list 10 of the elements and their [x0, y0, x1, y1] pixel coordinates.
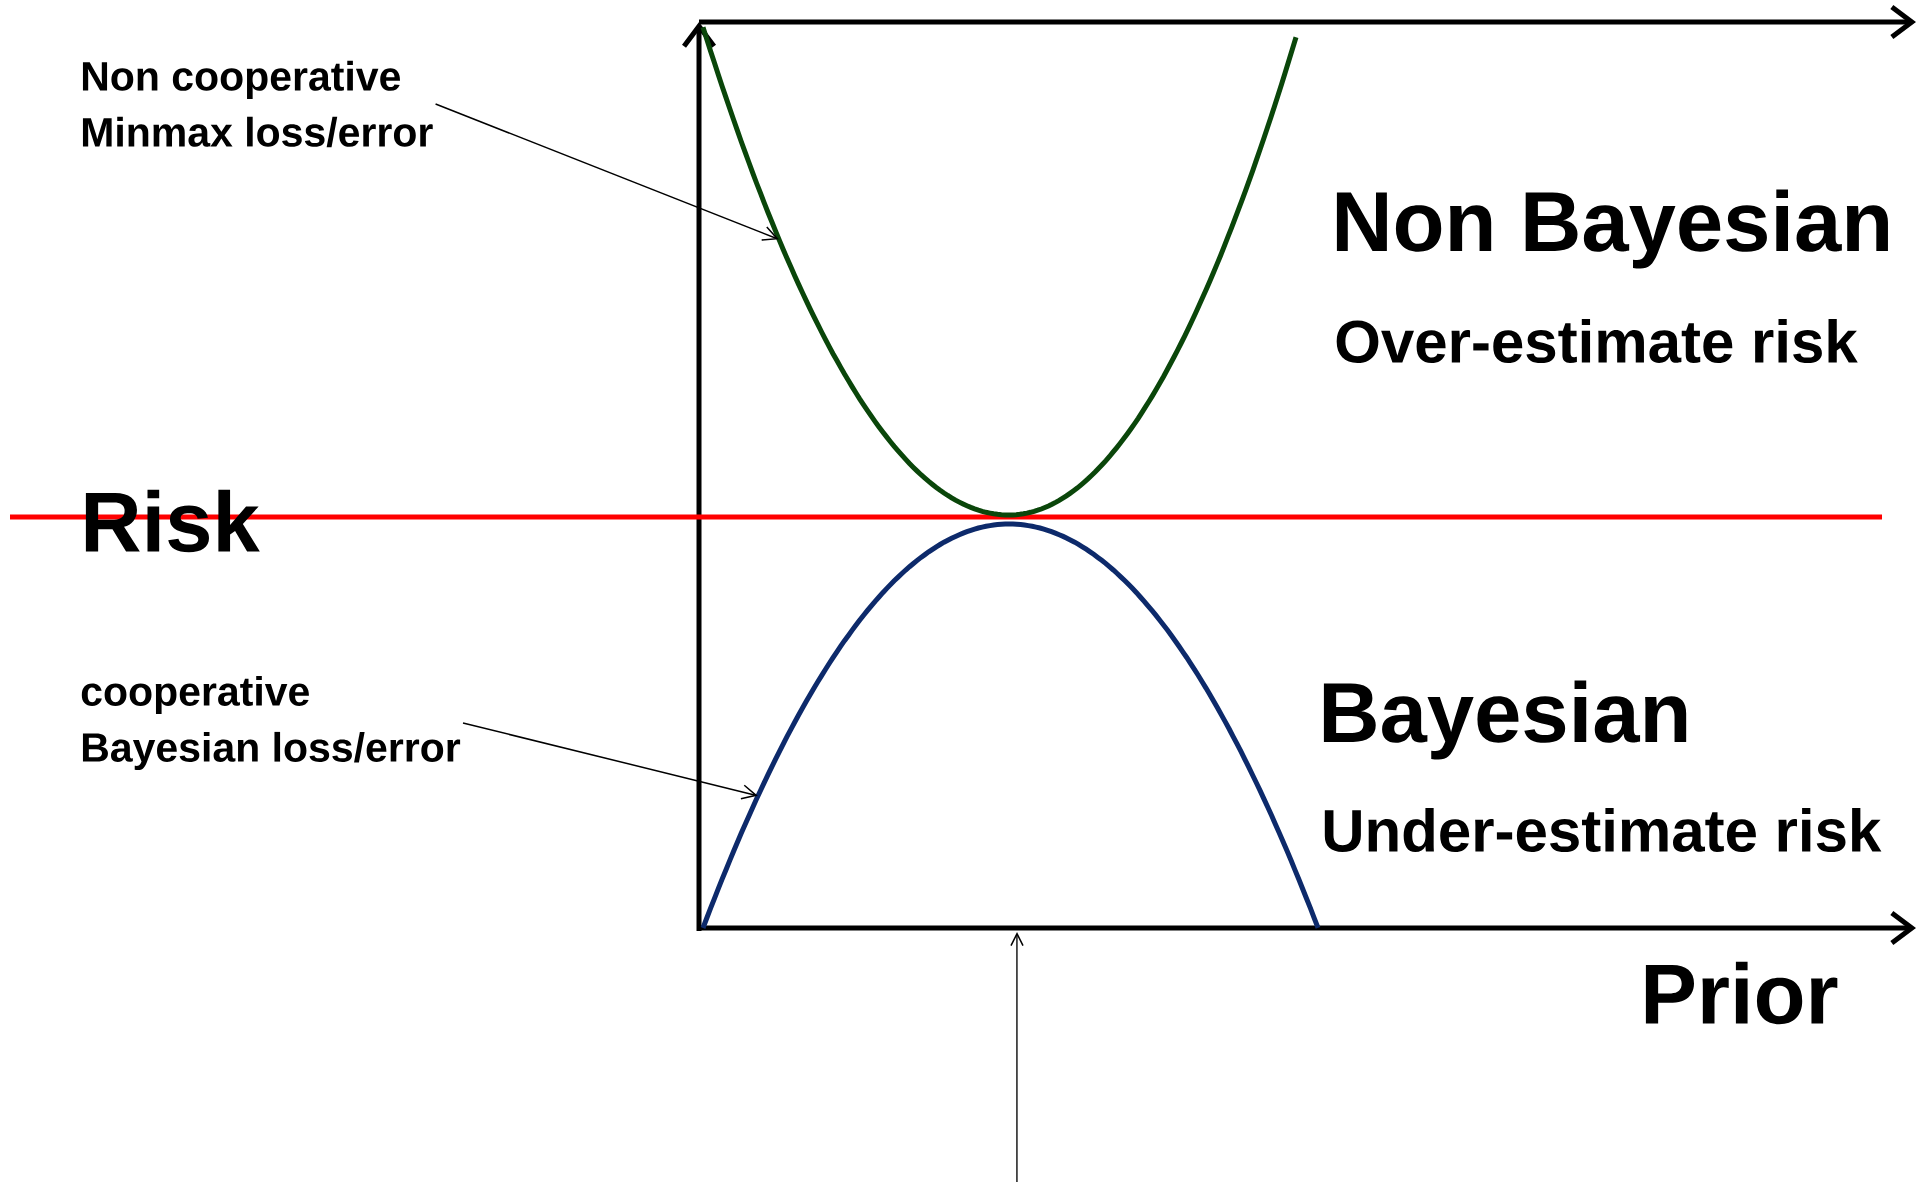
leader-line — [462, 722, 758, 800]
callout-text: Non cooperative Minmax loss/error — [82, 60, 433, 148]
region-heading: Non Bayesian — [1336, 189, 1888, 269]
region-heading: Bayesian — [1323, 680, 1687, 760]
leader-line — [434, 103, 779, 241]
risk-curve — [700, 26, 1299, 518]
region-note: Over-estimate risk — [1336, 318, 1858, 363]
risk-curve — [700, 521, 1321, 929]
axis-label: Prior — [1645, 961, 1838, 1025]
callout-text: cooperative Bayesian loss/error — [81, 675, 461, 771]
